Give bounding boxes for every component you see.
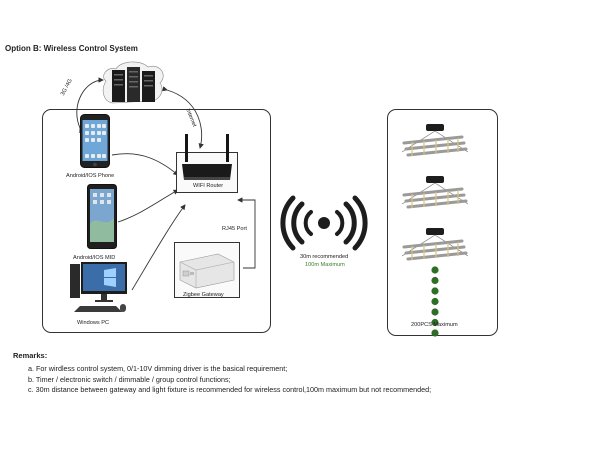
cellular-link-arrow (76, 77, 104, 134)
cloud-server-icon (102, 61, 164, 104)
tablet-icon (87, 184, 117, 249)
remarks-title: Remarks: (13, 351, 48, 360)
internet-link-arrow (161, 86, 204, 149)
wifi-router-icon (176, 134, 238, 193)
pc-router-arrow (131, 204, 186, 291)
phone-router-arrow (111, 153, 179, 176)
tablet-router-arrow (117, 189, 179, 223)
phone-label: Android/IOS Phone (66, 173, 115, 179)
light-fixtures-group (400, 122, 470, 337)
more-fixtures-dots (431, 266, 439, 337)
tablet-label: Android/IOS MID (73, 255, 116, 261)
zigbee-gateway-icon (174, 242, 240, 298)
fixture-dot (431, 276, 439, 285)
fixture-dot (431, 308, 439, 316)
light-fixture-2 (400, 174, 470, 210)
range-recommended-label: 30m recommended (300, 254, 349, 260)
rj45-link-arrow (237, 197, 256, 269)
remark-c: c. 30m distance between gateway and ligh… (28, 385, 432, 394)
fixture-dot (431, 318, 439, 327)
fixture-dot (431, 297, 439, 306)
fixture-dot (431, 287, 439, 295)
pc-label: Windows PC (77, 320, 110, 326)
fixture-dot (431, 329, 439, 337)
remark-b: b. Timer / electronic switch / dimmable … (28, 375, 231, 384)
rj45-port-label: RJ45 Port (222, 226, 247, 232)
wireless-signal-icon (280, 195, 368, 251)
gateway-label: Zigbee Gateway (183, 292, 224, 298)
range-maximum-label: 100m Maximum (305, 262, 345, 268)
control-devices-panel (42, 109, 271, 333)
desktop-pc-icon (70, 262, 127, 312)
fixture-dot (431, 266, 439, 274)
fixtures-max-label: 200PCS Maximum (411, 322, 458, 328)
light-fixture-1 (400, 122, 470, 158)
diagram-title: Option B: Wireless Control System (5, 44, 138, 53)
router-label: WIFI Router (193, 183, 224, 189)
light-fixture-3 (400, 226, 470, 262)
light-fixtures-panel (387, 109, 498, 336)
smartphone-icon (80, 114, 110, 168)
remark-a: a. For wirdless control system, 0/1-10V … (28, 364, 288, 373)
